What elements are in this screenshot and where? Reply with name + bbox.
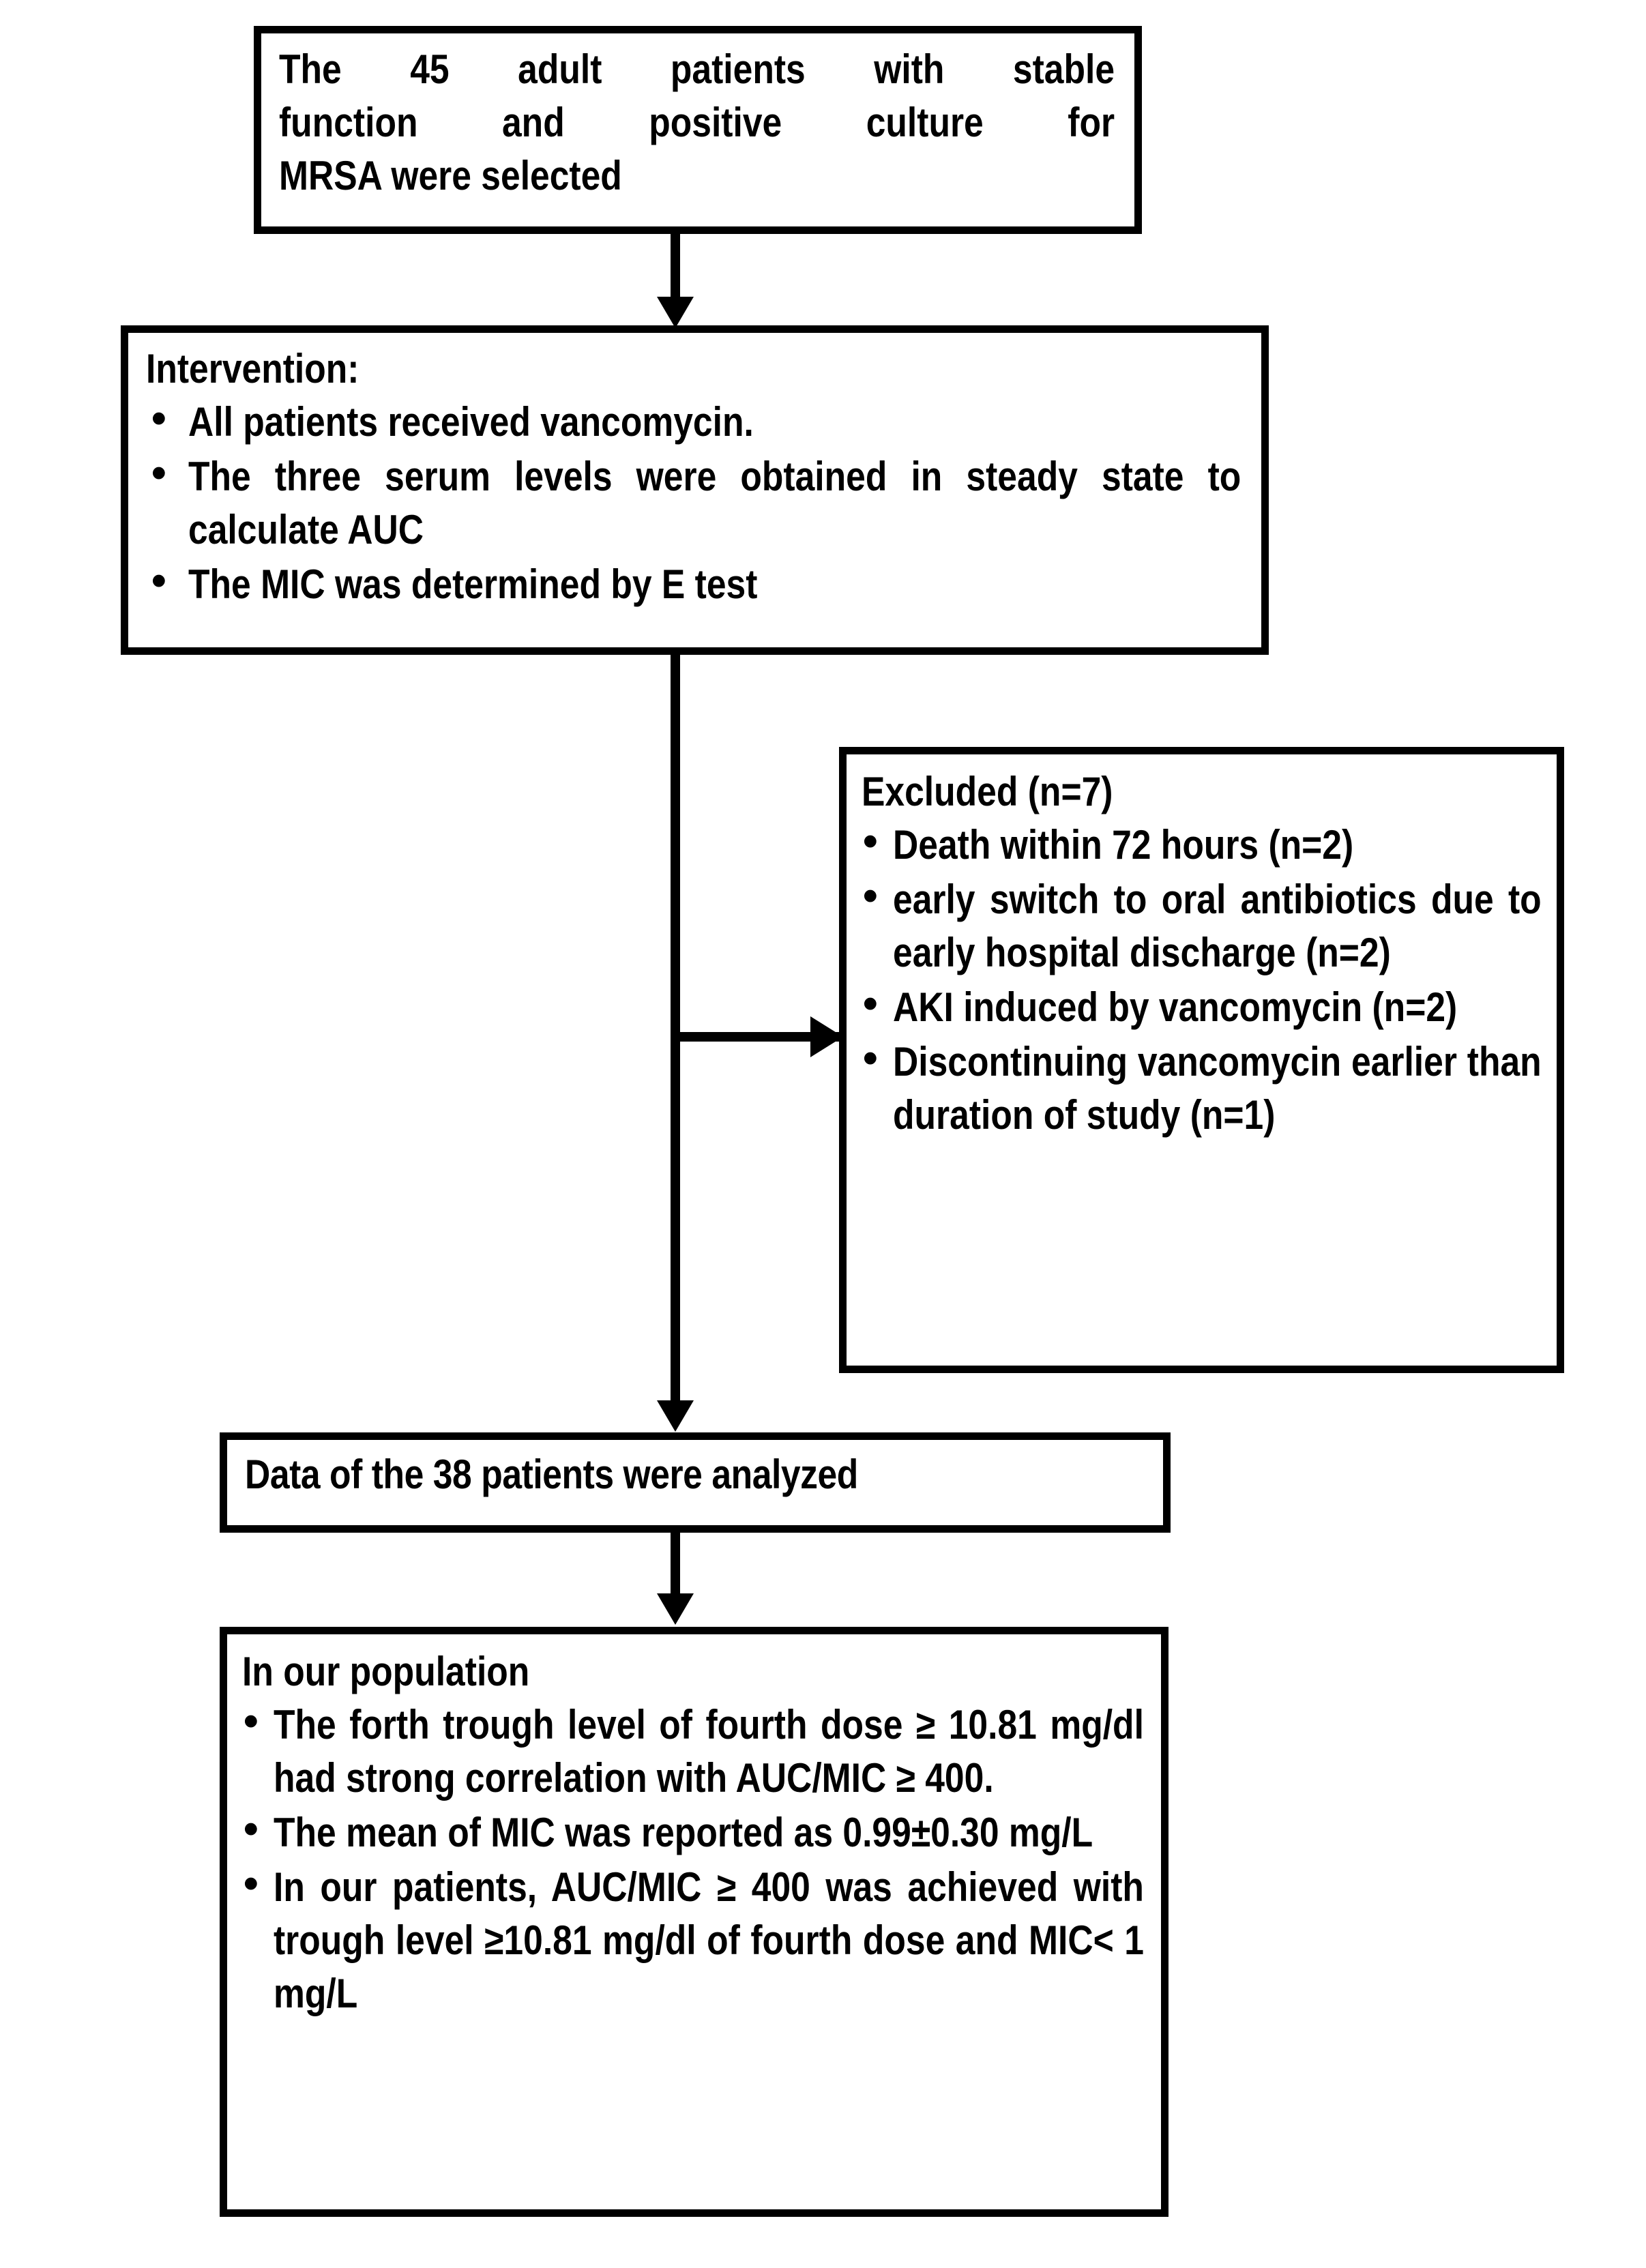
conclusion-bullet-1: The forth trough level of fourth dose ≥ … [274, 1702, 1144, 1801]
list-item: In our patients, AUC/MIC ≥ 400 was achie… [242, 1857, 1146, 2020]
node-excluded: Excluded (n=7) Death within 72 hours (n=… [839, 747, 1564, 1373]
intervention-heading: Intervention: [146, 346, 359, 392]
conclusion-bullet-3: In our patients, AUC/MIC ≥ 400 was achie… [274, 1864, 1144, 2016]
enrollment-line-3: MRSA were selected [279, 153, 622, 198]
list-item: early switch to oral antibiotics due to … [862, 869, 1543, 980]
excluded-heading: Excluded (n=7) [862, 769, 1113, 814]
excluded-bullet-list: Death within 72 hours (n=2) early switch… [862, 814, 1543, 1142]
conclusion-heading: In our population [242, 1649, 530, 1694]
intervention-bullet-list: All patients received vancomycin. The th… [146, 392, 1244, 611]
connector-enrollment-to-intervention-arrowhead [657, 297, 694, 328]
list-item: The three serum levels were obtained in … [146, 446, 1244, 557]
analyzed-text: Data of the 38 patients were analyzed [245, 1452, 858, 1497]
list-item: Death within 72 hours (n=2) [862, 814, 1543, 872]
connector-analyzed-to-conclusion-arrowhead [657, 1593, 694, 1625]
node-enrollment: The 45 adult patients with stable functi… [254, 26, 1142, 234]
conclusion-bullet-list: The forth trough level of fourth dose ≥ … [242, 1694, 1146, 2020]
connector-intervention-to-excluded-arrowhead [810, 1016, 843, 1057]
node-conclusion: In our population The forth trough level… [220, 1627, 1169, 2217]
node-intervention: Intervention: All patients received vanc… [121, 325, 1269, 655]
connector-intervention-to-analyzed-stem [671, 655, 680, 1405]
node-analyzed: Data of the 38 patients were analyzed [220, 1432, 1171, 1533]
list-item: The mean of MIC was reported as 0.99±0.3… [242, 1802, 1146, 1859]
list-item: The forth trough level of fourth dose ≥ … [242, 1694, 1146, 1805]
enrollment-line-1: The 45 adult patients with stable [279, 46, 1115, 92]
list-item: Discontinuing vancomycin earlier than du… [862, 1031, 1543, 1142]
connector-intervention-to-excluded-stem [671, 1032, 842, 1042]
connector-analyzed-to-conclusion-stem [671, 1533, 680, 1597]
list-item: All patients received vancomycin. [146, 392, 1244, 449]
intervention-bullet-1: All patients received vancomycin. [188, 399, 754, 445]
connector-enrollment-to-intervention-stem [671, 234, 680, 302]
connector-intervention-to-analyzed-arrowhead [657, 1400, 694, 1432]
excluded-bullet-3: AKI induced by vancomycin (n=2) [893, 984, 1458, 1030]
intervention-bullet-3: The MIC was determined by E test [188, 561, 758, 607]
enrollment-line-2: function and positive culture for [279, 100, 1115, 145]
intervention-bullet-2: The three serum levels were obtained in … [188, 454, 1241, 553]
list-item: AKI induced by vancomycin (n=2) [862, 977, 1543, 1034]
list-item: The MIC was determined by E test [146, 554, 1244, 611]
excluded-bullet-4: Discontinuing vancomycin earlier than du… [893, 1039, 1542, 1138]
excluded-bullet-2: early switch to oral antibiotics due to … [893, 877, 1542, 975]
conclusion-bullet-2: The mean of MIC was reported as 0.99±0.3… [274, 1810, 1093, 1855]
excluded-bullet-1: Death within 72 hours (n=2) [893, 822, 1354, 868]
